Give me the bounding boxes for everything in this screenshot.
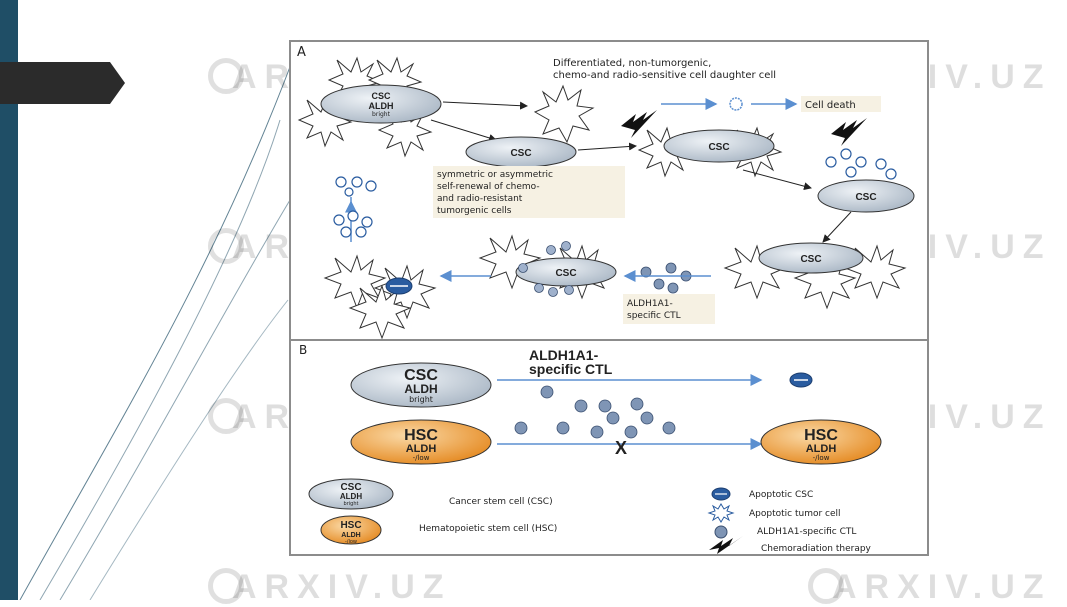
low-label: -/low <box>813 454 830 462</box>
ctl-cells-b <box>514 385 676 439</box>
aldh-label: ALDH <box>806 443 837 455</box>
legend-apoptotic-tumor-label: Apoptotic tumor cell <box>749 509 841 519</box>
figure-svg: A CSC ALDH bright Differentiated, non-tu… <box>291 45 927 554</box>
low-label: -/low <box>413 454 430 462</box>
csc-cell-a-right <box>663 129 775 163</box>
watermark: ARXIV.UZ <box>232 568 452 606</box>
apoptotic-cells-left <box>333 210 373 238</box>
aldh-label: ALDH <box>404 382 437 396</box>
watermark: ARXIV.UZ <box>832 568 1052 606</box>
legend-csc-swatch <box>308 478 394 510</box>
csc-label: CSC <box>855 192 876 203</box>
legend-apoptotic-csc-label: Apoptotic CSC <box>749 490 813 500</box>
legend-chemoradiation-icon <box>709 536 743 554</box>
csc-label: CSC <box>404 367 438 384</box>
chemoradiation-icon <box>831 118 867 146</box>
ctl-cells-a <box>640 262 692 294</box>
legend-hsc-label: Hematopoietic stem cell (HSC) <box>419 524 557 534</box>
bright-label: bright <box>344 501 359 507</box>
legend-ctl-label: ALDH1A1-specific CTL <box>757 527 856 537</box>
ctl-text-line1: ALDH1A1- <box>627 299 673 309</box>
csc-cell-a-bottom-middle <box>515 257 617 287</box>
aldh-label: ALDH <box>341 532 360 539</box>
panel-a-label: A <box>297 45 306 60</box>
hsc-label: HSC <box>804 427 838 444</box>
differentiated-cell <box>533 84 595 144</box>
ctl-title-line1: ALDH1A1- <box>529 347 599 363</box>
legend-ctl-icon <box>714 525 728 539</box>
slide-left-bar <box>0 0 18 600</box>
csc-label: CSC <box>510 148 531 159</box>
ctl-cells-attacking <box>518 241 574 297</box>
panel-b-label: B <box>299 343 307 357</box>
ctl-title-line2: specific CTL <box>529 361 613 377</box>
aldh-label: ALDH <box>340 492 362 501</box>
bright-label: bright <box>409 395 433 404</box>
blocked-x-mark: X <box>615 438 627 458</box>
hsc-label: HSC <box>340 520 361 531</box>
renewal-text-line4: tumorgenic cells <box>437 206 512 216</box>
csc-label: CSC <box>708 142 729 153</box>
apoptotic-tumor-cell-icon <box>729 97 743 111</box>
differentiated-text-line1: Differentiated, non-tumorgenic, <box>553 58 711 69</box>
renewal-text-line1: symmetric or asymmetric <box>437 170 553 180</box>
legend-hsc-swatch <box>320 515 382 545</box>
low-label: -/low <box>345 539 357 545</box>
csc-label: CSC <box>555 268 576 279</box>
csc-cell-a-top <box>320 84 442 124</box>
renewal-text-line3: and radio-resistant <box>437 194 523 204</box>
hsc-cell-b-right <box>760 419 882 465</box>
watermark-logo-icon <box>208 228 244 264</box>
tumor-cells-cluster-bottom-left <box>323 254 437 340</box>
hsc-cell-b <box>350 419 492 465</box>
csc-cell-a-far-right <box>817 179 915 213</box>
apoptotic-cells-cluster <box>825 148 897 180</box>
figure-panel: A CSC ALDH bright Differentiated, non-tu… <box>289 40 929 556</box>
legend-csc-label: Cancer stem cell (CSC) <box>449 497 553 507</box>
renewal-text-line2: self-renewal of chemo- <box>437 182 540 192</box>
slide-title-tab <box>0 62 125 104</box>
ctl-text-line2: specific CTL <box>627 311 681 321</box>
chemoradiation-icon <box>621 110 657 138</box>
differentiated-text-line2: chemo-and radio-sensitive cell daughter … <box>553 70 776 81</box>
watermark-logo-icon <box>208 58 244 94</box>
csc-label: CSC <box>371 91 391 101</box>
cell-death-label: Cell death <box>805 100 856 111</box>
csc-cell-a-bottom-right <box>758 242 864 274</box>
aldh-label: ALDH <box>406 443 437 455</box>
csc-label: CSC <box>800 254 821 265</box>
legend-chemo-label: Chemoradiation therapy <box>761 544 872 554</box>
bright-label: bright <box>372 111 391 118</box>
csc-label: CSC <box>340 482 361 493</box>
aldh-label: ALDH <box>369 101 394 111</box>
hsc-label: HSC <box>404 427 438 444</box>
csc-cell-b <box>350 362 492 408</box>
watermark-logo-icon <box>208 398 244 434</box>
legend-apoptotic-tumor-icon <box>707 503 735 523</box>
apoptotic-cells-top-left <box>335 176 377 197</box>
